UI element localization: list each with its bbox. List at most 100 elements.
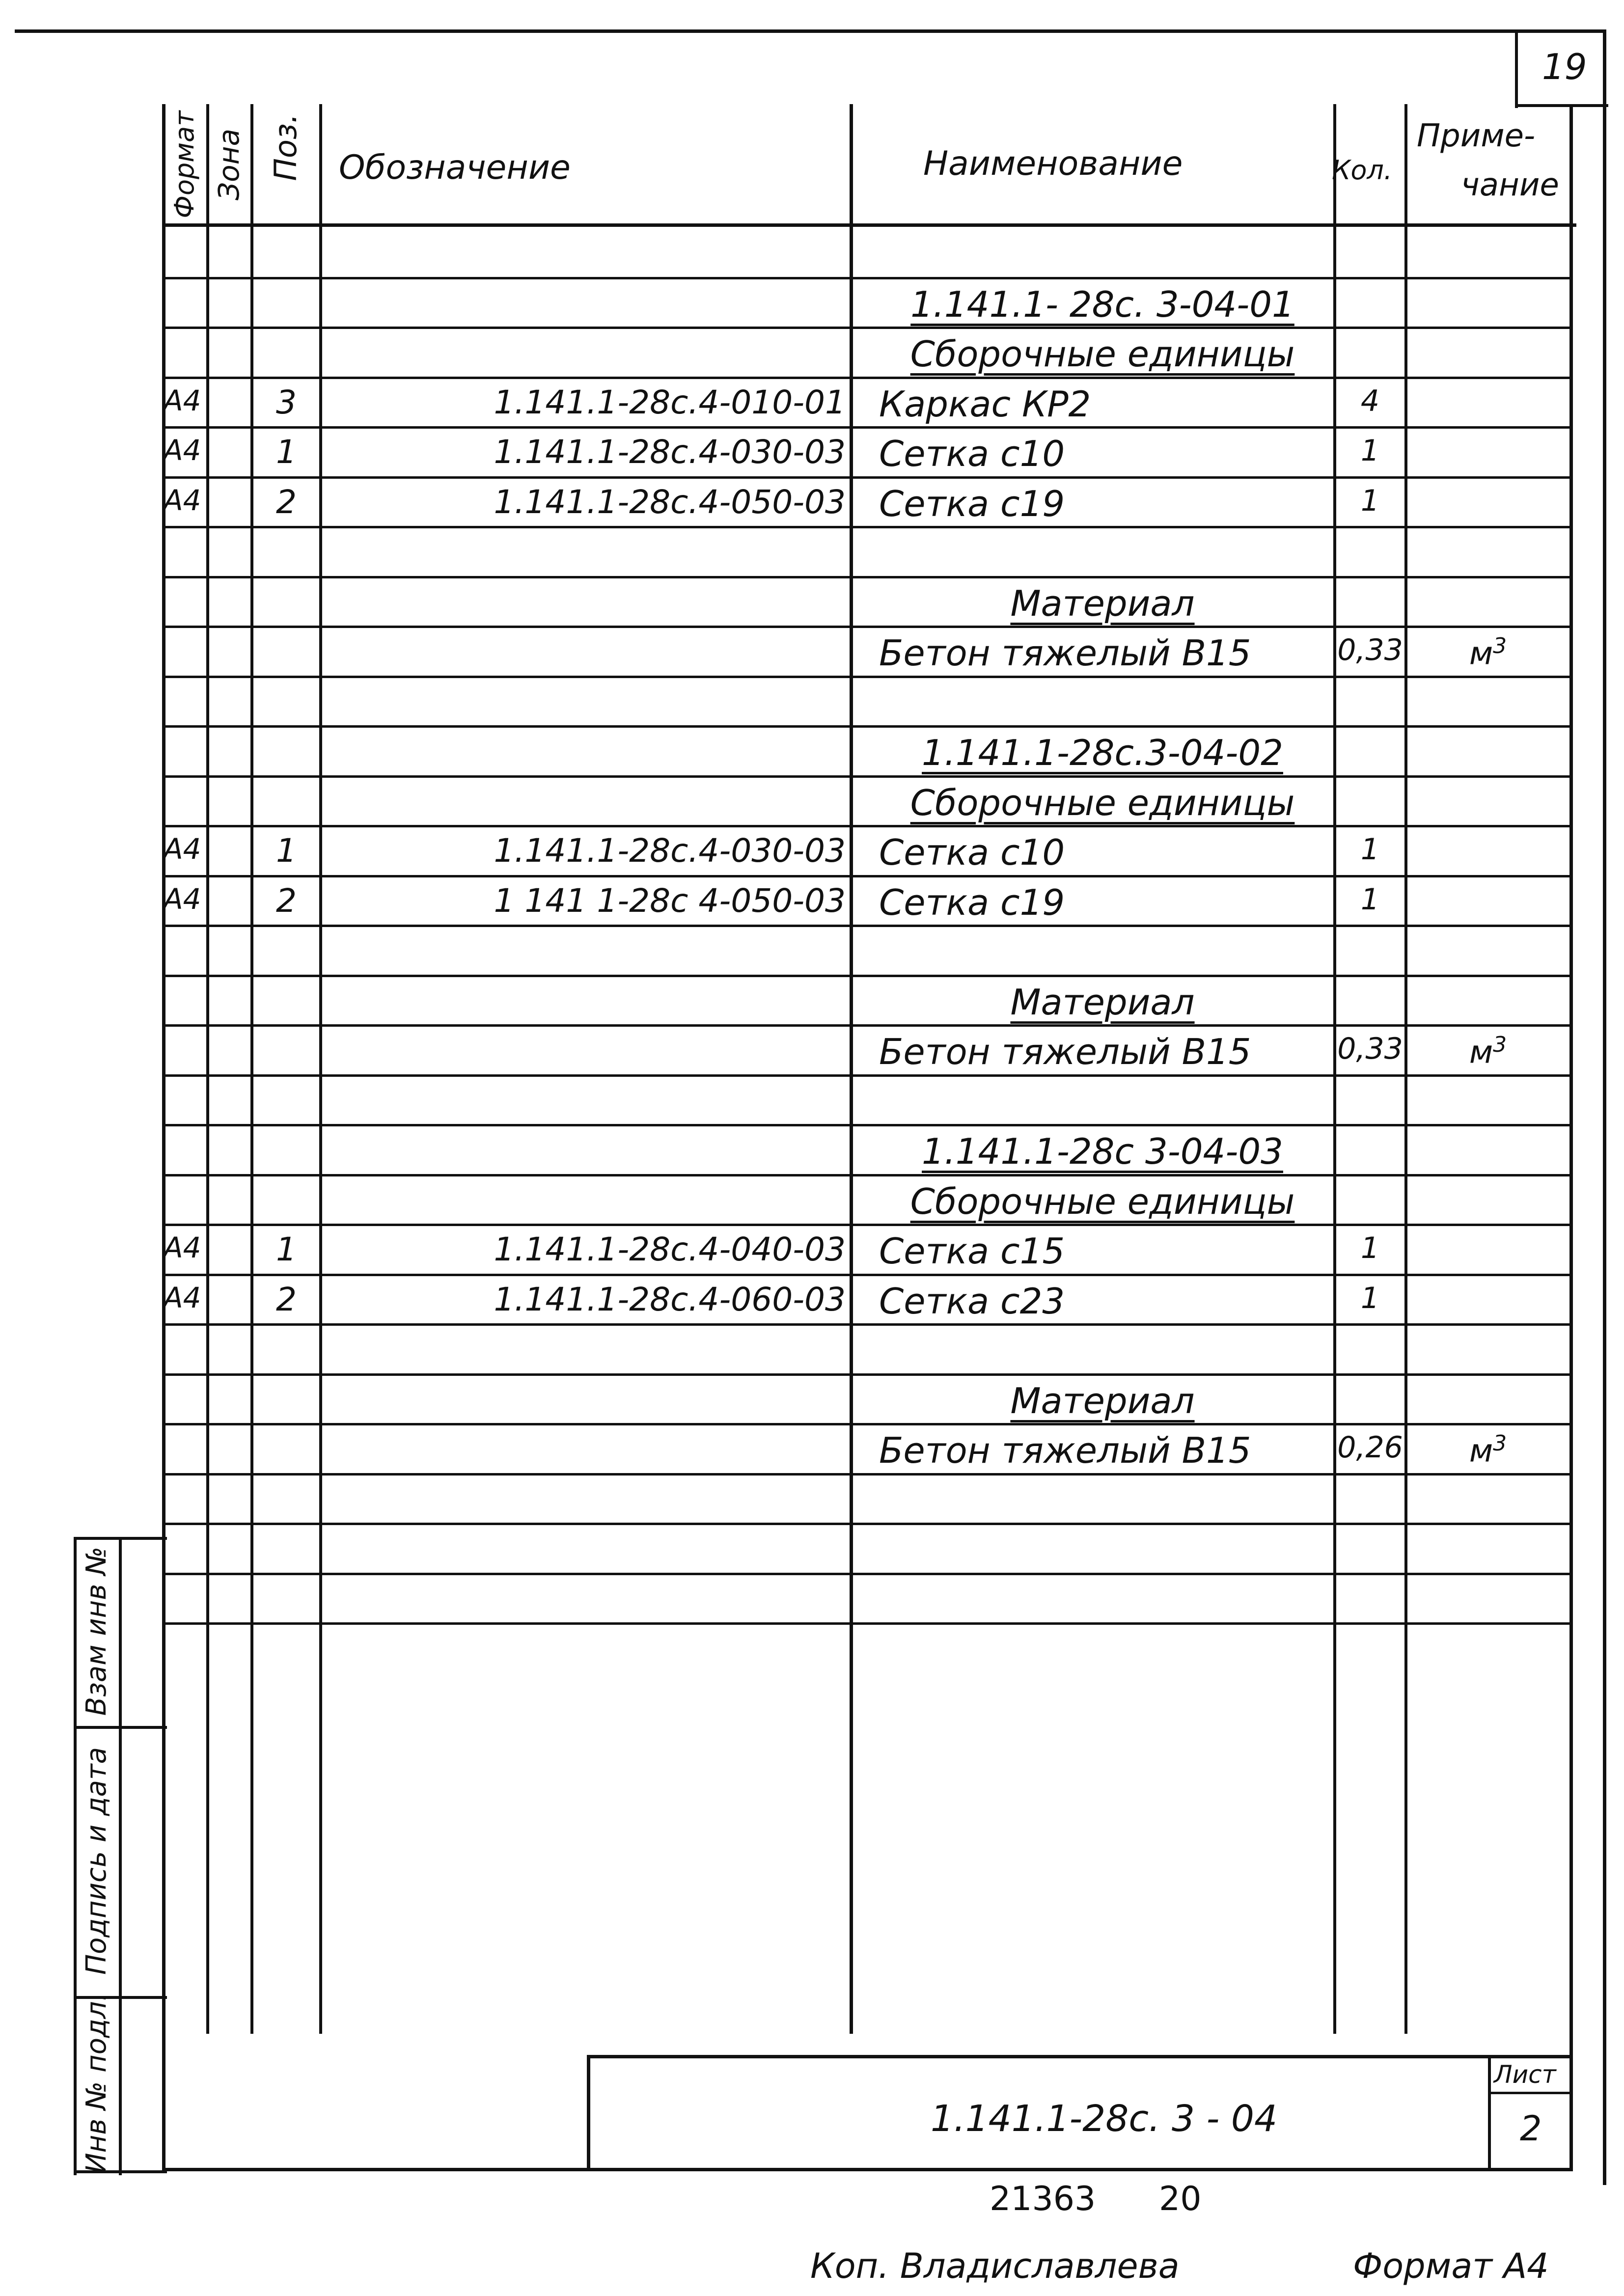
cell-qty: 1 [1360, 484, 1380, 518]
cell-name: Сборочные единицы [910, 333, 1295, 375]
side-label-vzam-inv: Взам инв № [81, 1546, 112, 1716]
col-divider-designation [850, 104, 853, 2034]
cell-name: Материал [1010, 982, 1195, 1023]
cell-name: Сетка с19 [879, 882, 1065, 923]
row-line [162, 875, 1571, 877]
cell-qty: 4 [1360, 384, 1380, 418]
cell-designation: 1.141.1-28с.4-050-03 [494, 483, 846, 521]
cell-designation: 1 141 1-28с 4-050-03 [494, 882, 846, 920]
row-line [162, 476, 1571, 479]
row-line [162, 277, 1571, 279]
cell-note: м3 [1469, 1034, 1507, 1068]
cell-name: Материал [1010, 583, 1195, 624]
row-line [162, 526, 1571, 528]
cell-designation: 1.141.1-28с.4-010-01 [494, 383, 846, 421]
col-divider-qty [1404, 104, 1407, 2034]
row-line [162, 426, 1571, 429]
title-block-bottom [162, 2168, 1572, 2171]
note-unit-exponent: 3 [1493, 633, 1507, 658]
cell-name: Материал [1010, 1380, 1195, 1421]
row-line [162, 1423, 1571, 1425]
cell-qty: 1 [1360, 832, 1380, 867]
cell-pos: 1 [276, 433, 297, 471]
cell-pos: 2 [276, 882, 297, 920]
cell-pos: 3 [276, 383, 297, 421]
row-line [162, 377, 1571, 379]
row-line [162, 925, 1571, 927]
row-line [162, 1124, 1571, 1126]
cell-name: Каркас КР2 [879, 383, 1091, 425]
cell-qty: 1 [1360, 1281, 1380, 1315]
cell-qty: 1 [1360, 434, 1380, 468]
cell-designation: 1.141.1-28с.4-030-03 [494, 832, 846, 870]
row-line [162, 725, 1571, 728]
cell-qty: 0,33 [1337, 1032, 1403, 1066]
cell-name: Сетка с23 [879, 1281, 1065, 1322]
side-stamp-top [74, 1537, 167, 1540]
note-unit-exponent: 3 [1493, 1032, 1507, 1057]
cell-name: Сборочные единицы [910, 1181, 1295, 1222]
row-line [162, 327, 1571, 329]
note-unit-exponent: 3 [1493, 1431, 1507, 1456]
cell-format: А4 [164, 832, 201, 866]
side-stamp-bottom [74, 2170, 167, 2173]
title-block-sheet-left [1488, 2055, 1491, 2170]
row-line [162, 775, 1571, 778]
col-divider-format [206, 104, 209, 2034]
title-block-sheet-div [1488, 2092, 1571, 2094]
cell-designation: 1.141.1-28с.4-040-03 [494, 1230, 846, 1268]
col-header-zone: Зона [212, 128, 246, 201]
row-line [162, 1274, 1571, 1276]
col-header-format: Формат [169, 110, 200, 219]
cell-name: Бетон тяжелый В15 [879, 1031, 1251, 1072]
row-line [162, 1024, 1571, 1027]
title-block-doc-code: 1.141.1-28с. 3 - 04 [931, 2098, 1278, 2140]
side-stamp-mid [119, 1537, 122, 2175]
row-line [162, 676, 1571, 678]
col-header-designation: Обозначение [339, 148, 571, 187]
col-header-note-line2: чание [1461, 167, 1559, 203]
row-line [162, 1224, 1571, 1226]
side-stamp-div2 [74, 1996, 167, 1999]
row-line [162, 1523, 1571, 1525]
cell-qty: 0,26 [1337, 1430, 1403, 1465]
cell-format: А4 [164, 484, 201, 517]
cell-format: А4 [164, 1281, 201, 1314]
cell-name: Бетон тяжелый В15 [879, 1430, 1251, 1471]
sheet-number-box-bottom [1515, 104, 1608, 107]
row-line [162, 576, 1571, 578]
top-border-line [15, 29, 1606, 33]
title-block-sheet-label: Лист [1494, 2060, 1556, 2089]
cell-format: А4 [164, 434, 201, 467]
table-left-border [162, 104, 165, 2171]
cell-note: м3 [1469, 633, 1507, 672]
row-line [162, 1622, 1571, 1625]
row-line [162, 1473, 1571, 1476]
row-line [162, 1373, 1571, 1376]
note-unit: м [1469, 1433, 1493, 1470]
side-stamp-left [74, 1537, 77, 2175]
col-divider-zone [250, 104, 253, 2034]
cell-designation: 1.141.1-28с.4-060-03 [494, 1281, 846, 1318]
row-line [162, 1573, 1571, 1575]
cell-name: 1.141.1-28с 3-04-03 [922, 1131, 1283, 1172]
col-header-name: Наименование [923, 144, 1183, 183]
cell-pos: 2 [276, 483, 297, 521]
table-header-bottom [162, 223, 1576, 227]
note-unit: м [1469, 635, 1493, 672]
cell-qty: 1 [1360, 882, 1380, 917]
right-border-line [1603, 29, 1606, 2185]
cell-name: 1.141.1-28с.3-04-02 [922, 732, 1283, 773]
cell-qty: 0,33 [1337, 633, 1403, 667]
cell-name: Сетка с10 [879, 832, 1065, 873]
cell-designation: 1.141.1-28с.4-030-03 [494, 433, 846, 471]
footer-archive-number: 21363 [990, 2180, 1096, 2218]
col-header-pos: Поз. [268, 113, 303, 181]
row-line [162, 1074, 1571, 1077]
side-stamp-div1 [74, 1726, 167, 1729]
col-header-note-line1: Приме- [1417, 118, 1536, 154]
row-line [162, 975, 1571, 977]
cell-format: А4 [164, 882, 201, 916]
cell-name: Бетон тяжелый В15 [879, 632, 1251, 674]
